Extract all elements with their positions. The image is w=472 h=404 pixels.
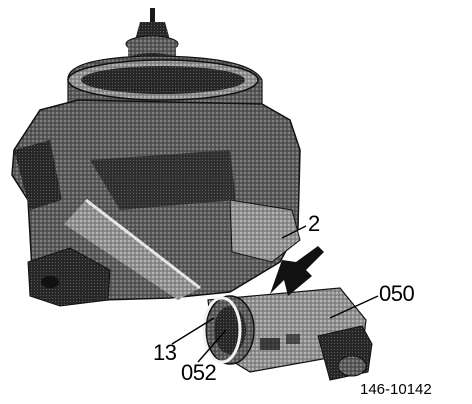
callout-2: 2 — [308, 211, 320, 236]
leader-050 — [329, 295, 379, 319]
leader-13 — [171, 317, 215, 345]
pump-housing — [11, 99, 301, 307]
direction-arrow — [270, 246, 324, 296]
component-050 — [202, 287, 373, 381]
callout-13: 13 — [153, 340, 177, 365]
callout-052: 052 — [181, 360, 217, 385]
callout-050: 050 — [379, 281, 415, 306]
leader-2 — [281, 225, 307, 239]
leader-052 — [197, 329, 227, 363]
figure-number: 146-10142 — [360, 381, 432, 398]
leader-lines — [171, 225, 379, 363]
